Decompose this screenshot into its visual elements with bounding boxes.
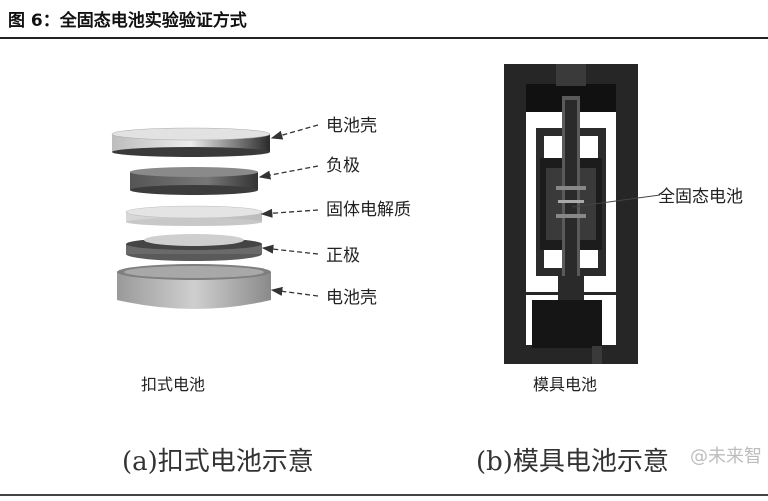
mold-cell-diagram: 全固态电池 模具电池 (504, 64, 743, 394)
watermark: @未来智 (690, 446, 762, 467)
figure-title: 图 6：全固态电池实验验证方式 (8, 11, 247, 31)
label-cathode: 正极 (326, 246, 360, 266)
label-bottom-shell: 电池壳 (326, 288, 377, 308)
bottom-shell-layer (117, 264, 271, 309)
coin-cell-caption: 扣式电池 (141, 375, 205, 394)
cathode-arrow (261, 244, 319, 255)
electrolyte-layer (125, 205, 263, 226)
subcaption-a: (a)扣式电池示意 (122, 447, 314, 477)
cathode-layer (126, 234, 262, 261)
label-electrolyte: 固体电解质 (326, 200, 411, 220)
anode-layer (130, 167, 258, 195)
top-shell-arrow (270, 124, 319, 140)
title-divider (0, 37, 768, 39)
subcaption-b: (b)模具电池示意 (476, 447, 669, 477)
label-top-shell: 电池壳 (326, 116, 377, 136)
bottom-shell-arrow (270, 286, 319, 297)
mold-cell-leader (571, 194, 661, 208)
bottom-divider (0, 494, 768, 496)
anode-arrow (258, 165, 319, 180)
electrolyte-arrow (260, 208, 319, 218)
label-all-solid-state-battery: 全固态电池 (658, 187, 743, 207)
label-anode: 负极 (326, 156, 360, 176)
mold-cell-caption: 模具电池 (533, 375, 597, 394)
top-shell-layer (111, 127, 271, 157)
coin-cell-diagram: 电池壳 负极 固体电解质 正极 电池壳 扣式电池 (111, 116, 411, 394)
